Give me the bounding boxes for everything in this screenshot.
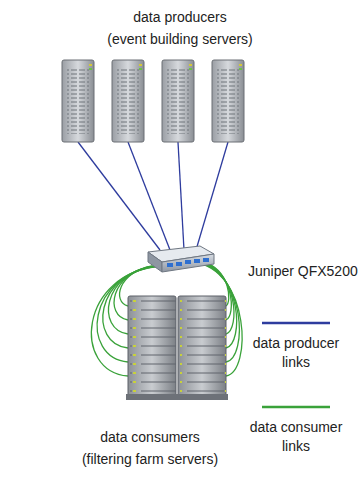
label-box: Juniper QFX5200 <box>248 260 358 282</box>
producer-servers <box>62 60 244 142</box>
device-label: Juniper QFX5200 <box>248 263 358 279</box>
legend-line-producer <box>262 322 330 325</box>
legend-text: data consumer links <box>241 418 351 456</box>
legend-text: data producer links <box>241 334 351 372</box>
label-box: data producers (event building servers) <box>90 6 270 50</box>
producer-links <box>78 142 228 250</box>
legend-line-consumer <box>262 406 330 409</box>
group-heading: data producers (event building servers) <box>107 9 253 47</box>
consumer-racks <box>126 296 228 400</box>
network-switch <box>148 246 214 272</box>
label-box: data consumers (filtering farm servers) <box>55 426 245 470</box>
group-heading: data consumers (filtering farm servers) <box>82 429 218 467</box>
